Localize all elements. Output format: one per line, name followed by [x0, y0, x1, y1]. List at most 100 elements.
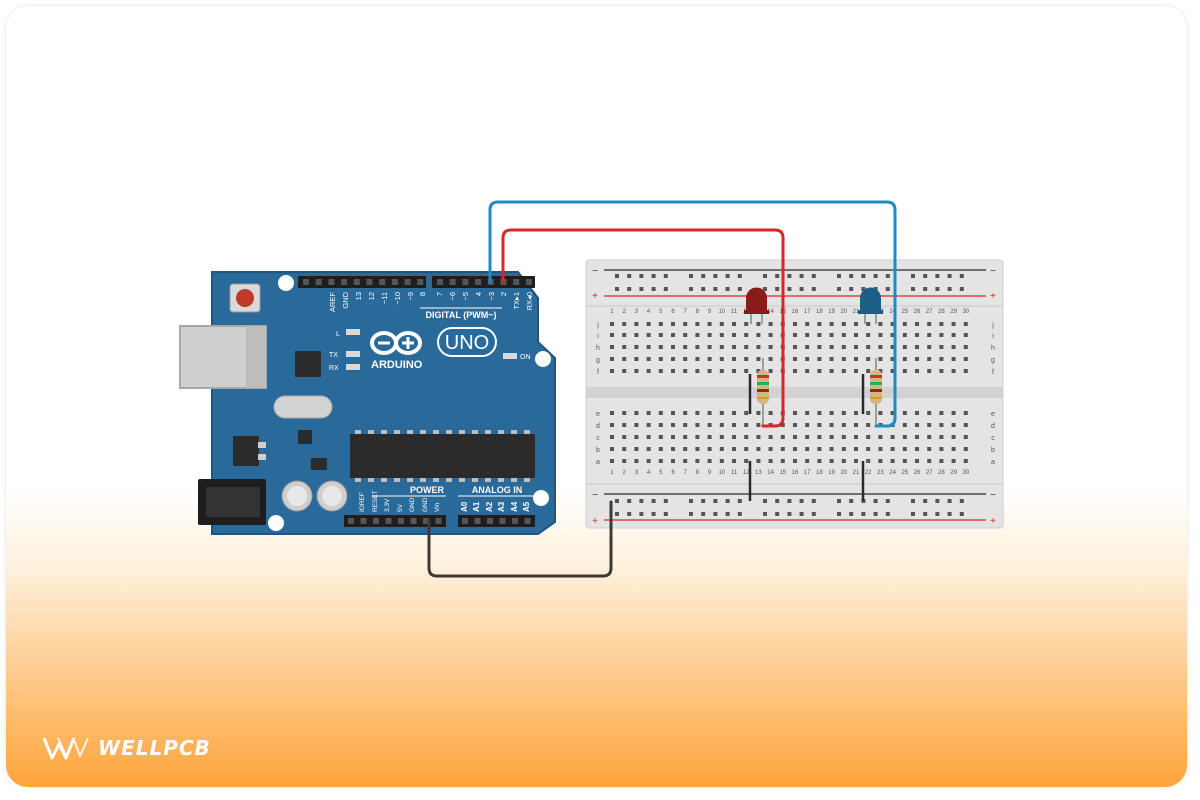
rail-hole — [627, 274, 632, 278]
breadboard-hole — [707, 447, 712, 451]
breadboard-hole — [890, 369, 895, 373]
breadboard-hole — [902, 333, 907, 337]
chip-pin — [433, 478, 439, 482]
power-header — [344, 515, 446, 527]
breadboard-hole — [817, 447, 822, 451]
row-letter: h — [596, 345, 600, 352]
breadboard-hole — [951, 322, 956, 326]
rail-hole — [923, 274, 928, 278]
column-number: 16 — [792, 470, 799, 476]
rail-hole — [725, 274, 730, 278]
rail-hole — [837, 512, 841, 516]
row-letter: g — [596, 357, 600, 364]
rail-hole — [615, 287, 619, 291]
chip-pin — [407, 478, 413, 482]
breadboard-hole — [622, 435, 627, 439]
rail-hole — [787, 512, 792, 516]
breadboard-hole — [817, 369, 822, 373]
breadboard-hole — [829, 345, 834, 349]
breadboard-hole — [963, 345, 968, 349]
breadboard-hole — [939, 423, 944, 427]
rail-minus-label: − — [592, 266, 598, 277]
breadboard-hole — [793, 459, 797, 463]
wellpcb-logo-icon — [42, 737, 89, 760]
rail-hole — [639, 499, 644, 503]
rail-hole — [713, 499, 718, 503]
breadboard-hole — [756, 459, 761, 463]
breadboard-hole — [841, 333, 846, 337]
column-number: 28 — [938, 309, 945, 315]
breadboard-hole — [634, 345, 639, 349]
header-pin-hole — [474, 518, 481, 524]
crystal-oscillator — [273, 395, 333, 419]
resistor-2-band — [870, 382, 882, 385]
breadboard-hole — [732, 459, 736, 463]
breadboard-hole — [963, 459, 968, 463]
breadboard-hole — [719, 435, 724, 439]
rail-hole — [885, 287, 890, 291]
breadboard-hole — [878, 357, 883, 361]
breadboard-hole — [915, 345, 919, 349]
breadboard-hole — [744, 423, 749, 427]
small-ic — [311, 458, 327, 470]
rail-hole — [737, 499, 742, 503]
rail-hole — [873, 274, 878, 278]
rail-hole — [935, 499, 940, 503]
power-analog-pin-holes — [348, 518, 531, 524]
digital-header-right — [432, 276, 535, 288]
rail-hole — [615, 274, 619, 278]
header-pin-hole — [462, 518, 468, 524]
breadboard-hole — [915, 369, 919, 373]
breadboard-hole — [878, 345, 883, 349]
digital-pin-label: AREF — [328, 292, 337, 312]
row-letter: i — [597, 333, 599, 340]
rail-hole — [861, 274, 866, 278]
rail-hole — [799, 274, 804, 278]
rail-hole — [639, 274, 644, 278]
onboard-led-l — [346, 329, 360, 335]
breadboard-hole — [768, 435, 773, 439]
breadboard-hole — [793, 322, 797, 326]
breadboard-hole — [951, 333, 956, 337]
rail-hole — [935, 512, 940, 516]
breadboard-labels: 1234567891011121314151617181920212223242… — [596, 309, 995, 476]
chip-pin — [511, 430, 517, 434]
breadboard-hole — [634, 322, 639, 326]
analog-pin-label: A3 — [497, 501, 506, 512]
column-number: 21 — [853, 470, 860, 476]
breadboard-hole — [634, 423, 639, 427]
breadboard-hole — [683, 411, 688, 415]
rail-hole — [811, 274, 816, 278]
digital-pin-label: 8 — [418, 292, 427, 296]
rail-hole — [885, 512, 890, 516]
column-number: 19 — [828, 309, 835, 315]
column-number: 23 — [877, 470, 884, 476]
column-number: 24 — [889, 470, 896, 476]
rail-hole — [787, 499, 792, 503]
column-number: 22 — [865, 470, 872, 476]
rail-hole — [799, 287, 804, 291]
capacitor-1-top — [287, 486, 307, 506]
column-number: 30 — [962, 309, 969, 315]
column-number: 18 — [816, 470, 823, 476]
header-pin-hole — [487, 518, 493, 524]
breadboard-hole — [829, 322, 834, 326]
header-pin-hole — [410, 518, 417, 524]
breadboard-hole — [963, 411, 968, 415]
breadboard-hole — [622, 345, 627, 349]
breadboard-hole — [646, 357, 651, 361]
breadboard-hole — [658, 345, 663, 349]
breadboard-hole — [805, 423, 810, 427]
breadboard-hole — [622, 357, 627, 361]
breadboard-hole — [768, 459, 773, 463]
usb-port-shade — [246, 326, 266, 388]
digital-pin-label: ~9 — [406, 292, 415, 301]
breadboard-hole — [854, 435, 858, 439]
breadboard-hole — [805, 322, 810, 326]
rail-hole — [725, 499, 730, 503]
wire-blue-pin3 — [488, 200, 897, 428]
header-pin-hole — [423, 518, 429, 524]
reset-button[interactable] — [236, 289, 254, 307]
digital-pin-label: GND — [341, 291, 350, 308]
breadboard-hole — [963, 435, 968, 439]
